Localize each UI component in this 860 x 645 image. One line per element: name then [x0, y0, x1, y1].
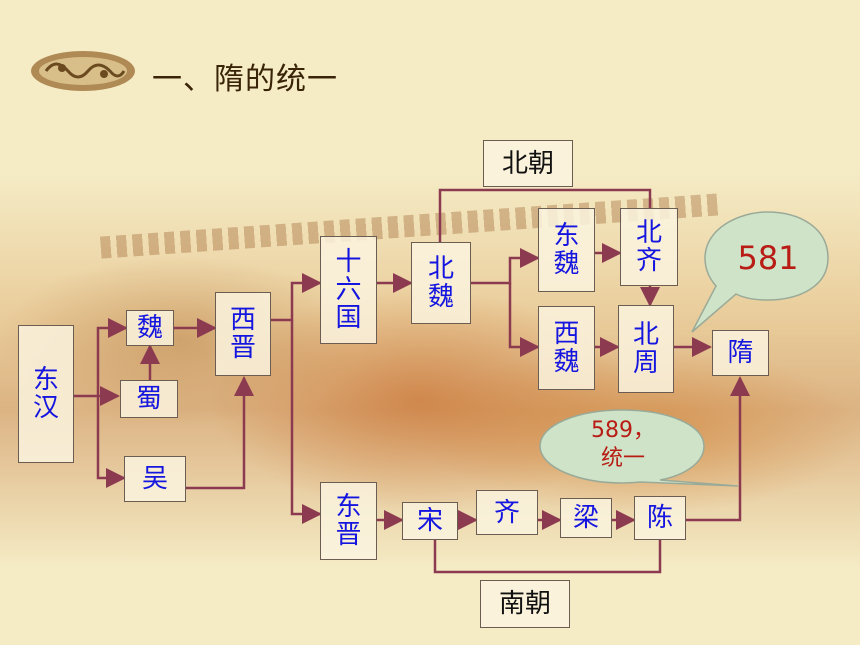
callout-589-unify: 统一	[600, 446, 645, 471]
callout-581-text: 581	[737, 239, 799, 277]
node-qi: 齐	[476, 490, 538, 535]
node-beiwei: 北魏	[411, 242, 471, 324]
node-donghan: 东汉	[18, 325, 74, 463]
cloud-ornament-icon	[31, 51, 135, 91]
callout-589-bubble	[539, 409, 739, 487]
arrow-beiwei-xiwei	[508, 283, 540, 357]
node-dongjin: 东晋	[320, 482, 377, 560]
node-song: 宋	[402, 502, 458, 540]
node-shu: 蜀	[120, 380, 178, 418]
bracket-nanchao	[433, 540, 662, 574]
node-dongwei: 东魏	[538, 208, 595, 292]
node-sui: 隋	[712, 330, 769, 376]
node-beiqi: 北齐	[620, 208, 678, 286]
bracket-beichao	[438, 188, 652, 242]
node-xijin: 西晋	[215, 292, 271, 376]
node-beizhou: 北周	[618, 305, 674, 393]
arrow-donghan-wu	[96, 396, 126, 488]
node-wu: 吴	[124, 456, 186, 502]
arrow-wu-xijin	[186, 376, 254, 490]
arrow-chen-sui	[686, 376, 750, 522]
callout-581-bubble	[691, 211, 829, 333]
node-chen: 陈	[634, 496, 686, 540]
node-shiliuguo: 十六国	[320, 236, 377, 344]
label-nanchao: 南朝	[480, 580, 570, 628]
arrow-xijin-dongjin	[290, 320, 322, 524]
callout-589-year: 589，	[591, 418, 655, 443]
label-beichao: 北朝	[483, 140, 573, 187]
arrow-donghan-wei	[96, 318, 128, 396]
arrow-beiwei-dongwei	[471, 248, 540, 285]
node-wei: 魏	[126, 310, 174, 346]
node-xiwei: 西魏	[538, 306, 595, 390]
arrow-xijin-shiliuguo	[270, 273, 322, 322]
page-title: 一、隋的统一	[152, 62, 338, 97]
node-liang: 梁	[560, 498, 612, 538]
